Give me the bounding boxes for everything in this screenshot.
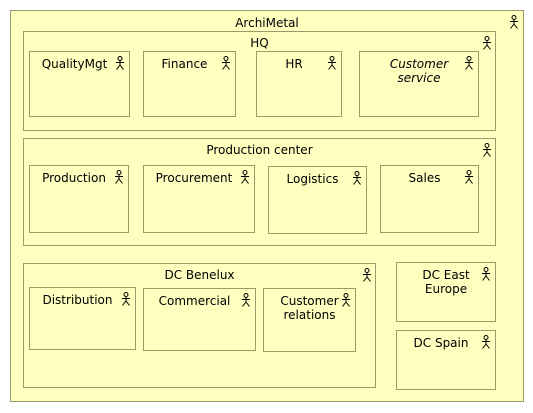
commercial-label: Commercial bbox=[158, 294, 231, 308]
procurement-box[interactable]: Procurement bbox=[143, 165, 255, 233]
hr-label: HR bbox=[285, 57, 303, 71]
actor-icon bbox=[352, 171, 362, 185]
actor-icon bbox=[221, 56, 231, 70]
actor-icon bbox=[121, 292, 131, 306]
archimetal-title: ArchiMetal bbox=[235, 16, 299, 30]
actor-icon bbox=[241, 293, 251, 307]
dc-east-europe-label: DC East Europe bbox=[422, 268, 470, 296]
actor-icon bbox=[362, 268, 372, 282]
sales-label: Sales bbox=[408, 171, 441, 185]
qualitymgt-box[interactable]: QualityMgt bbox=[29, 51, 130, 117]
dc-spain-label: DC Spain bbox=[413, 336, 469, 350]
customer-relations-box[interactable]: Customer relations bbox=[263, 288, 356, 352]
actor-icon bbox=[481, 335, 491, 349]
actor-icon bbox=[240, 170, 250, 184]
actor-icon bbox=[341, 293, 351, 307]
production-box[interactable]: Production bbox=[29, 165, 129, 233]
finance-box[interactable]: Finance bbox=[143, 51, 236, 117]
actor-icon bbox=[115, 56, 125, 70]
distribution-label: Distribution bbox=[42, 293, 113, 307]
actor-icon bbox=[114, 170, 124, 184]
hq-title: HQ bbox=[250, 36, 269, 50]
customer-relations-label: Customer relations bbox=[280, 294, 339, 322]
actor-icon bbox=[482, 143, 492, 157]
procurement-label: Procurement bbox=[155, 171, 233, 185]
dc-benelux-title: DC Benelux bbox=[164, 268, 235, 282]
production-label: Production bbox=[42, 171, 106, 185]
commercial-box[interactable]: Commercial bbox=[143, 288, 256, 351]
customer-service-label: Customer service bbox=[389, 57, 449, 85]
hr-box[interactable]: HR bbox=[256, 51, 342, 117]
sales-box[interactable]: Sales bbox=[380, 165, 479, 233]
actor-icon bbox=[482, 36, 492, 50]
qualitymgt-label: QualityMgt bbox=[41, 57, 108, 71]
actor-icon bbox=[464, 170, 474, 184]
distribution-box[interactable]: Distribution bbox=[29, 287, 136, 350]
logistics-box[interactable]: Logistics bbox=[268, 166, 367, 234]
dc-spain-box[interactable]: DC Spain bbox=[396, 330, 496, 390]
production-center-title: Production center bbox=[206, 143, 313, 157]
actor-icon bbox=[327, 56, 337, 70]
finance-label: Finance bbox=[161, 57, 208, 71]
customer-service-box[interactable]: Customer service bbox=[359, 51, 479, 117]
dc-east-europe-box[interactable]: DC East Europe bbox=[396, 262, 496, 322]
actor-icon bbox=[481, 267, 491, 281]
actor-icon bbox=[464, 56, 474, 70]
actor-icon bbox=[509, 15, 519, 29]
logistics-label: Logistics bbox=[286, 172, 339, 186]
